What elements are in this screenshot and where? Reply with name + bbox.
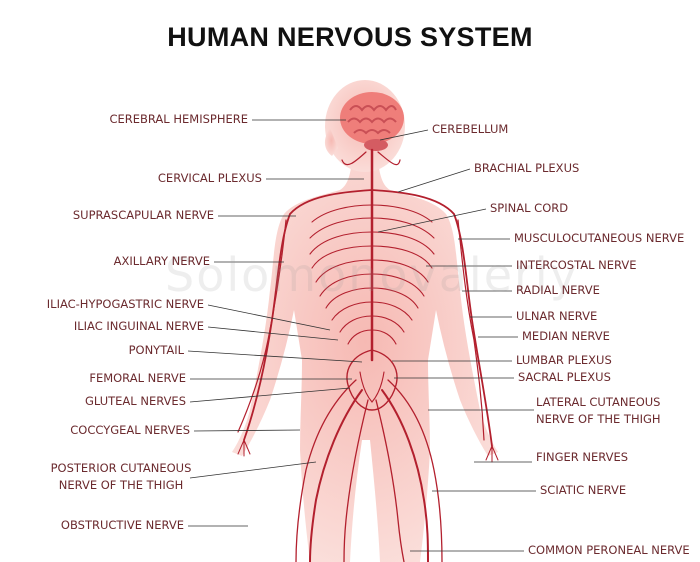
label-musculocutaneous-nerve: MUSCULOCUTANEOUS NERVE: [514, 231, 685, 245]
label-posterior-cutaneous-nerve: POSTERIOR CUTANEOUS NERVE OF THE THIGH: [50, 460, 192, 494]
left-leg-nerve: [309, 389, 363, 562]
intercostal-nerves: [309, 204, 435, 345]
face-shape: [324, 128, 338, 156]
label-axillary-nerve: AXILLARY NERVE: [113, 254, 210, 268]
watermark-text: Solomonovaleriy: [165, 248, 579, 302]
label-iliac-hypogastric-nerve: ILIAC-HYPOGASTRIC NERVE: [46, 297, 204, 311]
leader-lines-right: [377, 129, 536, 552]
brain-shape: [340, 92, 404, 151]
label-cerebellum: CEREBELLUM: [432, 122, 509, 136]
label-cervical-plexus: CERVICAL PLEXUS: [157, 171, 262, 185]
nerve-network: [237, 148, 499, 562]
label-gluteal-nerves: GLUTEAL NERVES: [84, 394, 186, 408]
left-arm-nerve: [243, 189, 373, 441]
label-radial-nerve: RADIAL NERVE: [516, 283, 600, 297]
label-spinal-cord: SPINAL CORD: [490, 201, 569, 215]
torso-and-limbs-shape: [232, 162, 498, 562]
label-suprascapular-nerve: SUPRASCAPULAR NERVE: [72, 208, 214, 222]
label-sciatic-nerve: SCIATIC NERVE: [540, 483, 627, 497]
sacral-plexus-loop: [346, 349, 398, 411]
label-lumbar-plexus: LUMBAR PLEXUS: [516, 353, 612, 367]
label-ponytail: PONYTAIL: [128, 343, 184, 357]
leader-lines-left: [187, 119, 364, 527]
label-brachial-plexus: BRACHIAL PLEXUS: [474, 161, 580, 175]
label-sacral-plexus: SACRAL PLEXUS: [518, 370, 611, 384]
label-intercostal-nerve: INTERCOSTAL NERVE: [516, 258, 637, 272]
label-lateral-cutaneous-line1: LATERAL CUTANEOUS: [536, 395, 661, 409]
label-coccygeal-nerves: COCCYGEAL NERVES: [70, 423, 190, 437]
right-arm-nerve: [371, 189, 493, 447]
label-posterior-cutaneous-line2: NERVE OF THE THIGH: [58, 478, 184, 492]
label-median-nerve: MEDIAN NERVE: [522, 329, 610, 343]
label-obstructive-nerve: OBSTRUCTIVE NERVE: [60, 518, 184, 532]
label-femoral-nerve: FEMORAL NERVE: [89, 371, 186, 385]
label-lateral-cutaneous-nerve: LATERAL CUTANEOUS NERVE OF THE THIGH: [536, 394, 661, 428]
label-lateral-cutaneous-line2: NERVE OF THE THIGH: [536, 412, 661, 426]
right-leg-nerve: [381, 389, 429, 562]
label-ulnar-nerve: ULNAR NERVE: [516, 309, 598, 323]
diagram-title: HUMAN NERVOUS SYSTEM: [167, 22, 533, 52]
cerebellum-shape: [364, 139, 388, 151]
label-cerebral-hemisphere: CEREBRAL HEMISPHERE: [109, 112, 248, 126]
label-iliac-inguinal-nerve: ILIAC INGUINAL NERVE: [73, 319, 204, 333]
label-posterior-cutaneous-line1: POSTERIOR CUTANEOUS: [50, 461, 192, 475]
label-finger-nerves: FINGER NERVES: [536, 450, 629, 464]
label-common-peroneal-nerve: COMMON PERONEAL NERVE: [528, 543, 690, 557]
